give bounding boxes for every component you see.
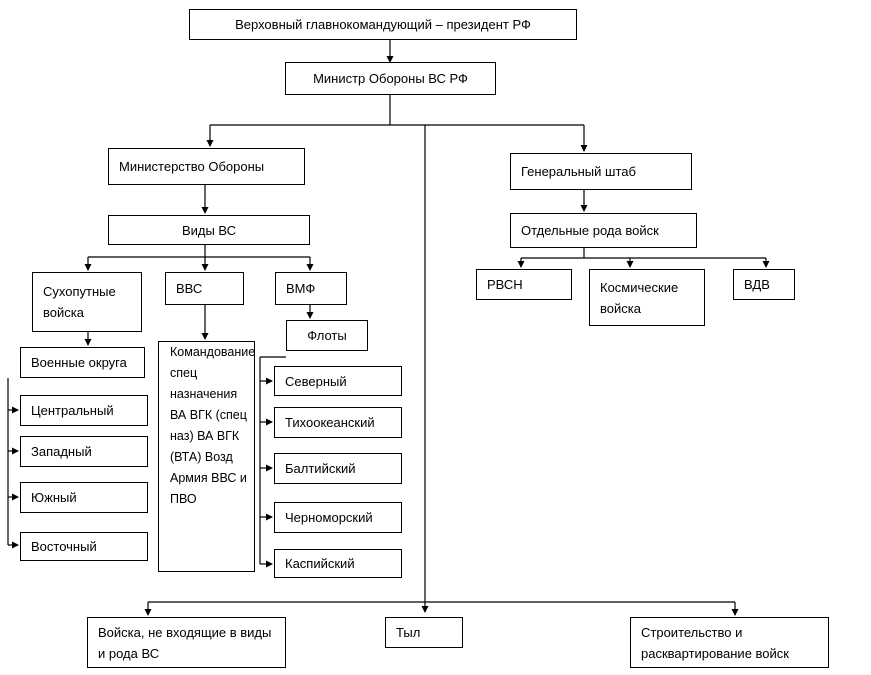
fleet-northern-label: Северный — [285, 373, 347, 389]
fleets-box: Флоты — [286, 320, 368, 351]
supreme-commander-box: Верховный главнокомандующий – президент … — [189, 9, 577, 40]
fleet-black-sea-box: Черноморский — [274, 502, 402, 533]
air-force-box: ВВС — [165, 272, 244, 305]
district-western-label: Западный — [31, 444, 92, 459]
fleets-label: Флоты — [307, 328, 347, 343]
district-eastern-label: Восточный — [31, 539, 97, 554]
rvsn-box: РВСН — [476, 269, 572, 300]
ground-forces-box: Сухопутные войска — [32, 272, 142, 332]
non-branch-troops-box: Войска, не входящие в виды и рода ВС — [87, 617, 286, 668]
fleet-northern-box: Северный — [274, 366, 402, 396]
fleet-baltic-label: Балтийский — [285, 461, 356, 476]
military-districts-box: Военные округа — [20, 347, 145, 378]
air-force-label: ВВС — [176, 281, 203, 296]
fleet-caspian-box: Каспийский — [274, 549, 402, 578]
fleet-pacific-label: Тихоокеанский — [285, 415, 375, 430]
rear-services-label: Тыл — [396, 625, 421, 640]
rvsn-label: РВСН — [487, 277, 523, 292]
fleet-pacific-box: Тихоокеанский — [274, 407, 402, 438]
navy-box: ВМФ — [275, 272, 347, 305]
fleet-baltic-box: Балтийский — [274, 453, 402, 484]
air-force-commands-label: Командование спец назначения ВА ВГК (спе… — [170, 345, 256, 506]
fleet-black-sea-label: Черноморский — [285, 510, 373, 525]
military-districts-label: Военные округа — [31, 355, 127, 370]
separate-troops-box: Отдельные рода войск — [510, 213, 697, 248]
construction-quartering-box: Строительство и расквартирование войск — [630, 617, 829, 668]
district-southern-box: Южный — [20, 482, 148, 513]
ministry-of-defense-box: Министерство Обороны — [108, 148, 305, 185]
general-staff-box: Генеральный штаб — [510, 153, 692, 190]
armed-forces-branches-box: Виды ВС — [108, 215, 310, 245]
district-southern-label: Южный — [31, 490, 77, 505]
defense-minister-box: Министр Обороны ВС РФ — [285, 62, 496, 95]
supreme-commander-label: Верховный главнокомандующий – президент … — [235, 17, 531, 32]
ground-forces-label: Сухопутные войска — [43, 284, 116, 320]
construction-quartering-label: Строительство и расквартирование войск — [641, 624, 789, 661]
district-central-box: Центральный — [20, 395, 148, 426]
ministry-of-defense-label: Министерство Обороны — [119, 159, 265, 174]
navy-label: ВМФ — [286, 281, 316, 296]
air-force-commands-box: Командование спец назначения ВА ВГК (спе… — [158, 341, 255, 572]
separate-troops-label: Отдельные рода войск — [521, 223, 659, 238]
district-central-label: Центральный — [31, 403, 114, 418]
space-forces-label: Космические войска — [600, 279, 679, 316]
district-western-box: Западный — [20, 436, 148, 467]
armed-forces-branches-label: Виды ВС — [181, 222, 237, 238]
fleet-caspian-label: Каспийский — [285, 556, 355, 571]
space-forces-box: Космические войска — [589, 269, 705, 326]
airborne-troops-label: ВДВ — [744, 277, 770, 292]
airborne-troops-box: ВДВ — [733, 269, 795, 300]
rear-services-box: Тыл — [385, 617, 463, 648]
non-branch-troops-label: Войска, не входящие в виды и рода ВС — [98, 624, 272, 661]
district-eastern-box: Восточный — [20, 532, 148, 561]
general-staff-label: Генеральный штаб — [521, 164, 636, 179]
defense-minister-label: Министр Обороны ВС РФ — [313, 71, 468, 86]
